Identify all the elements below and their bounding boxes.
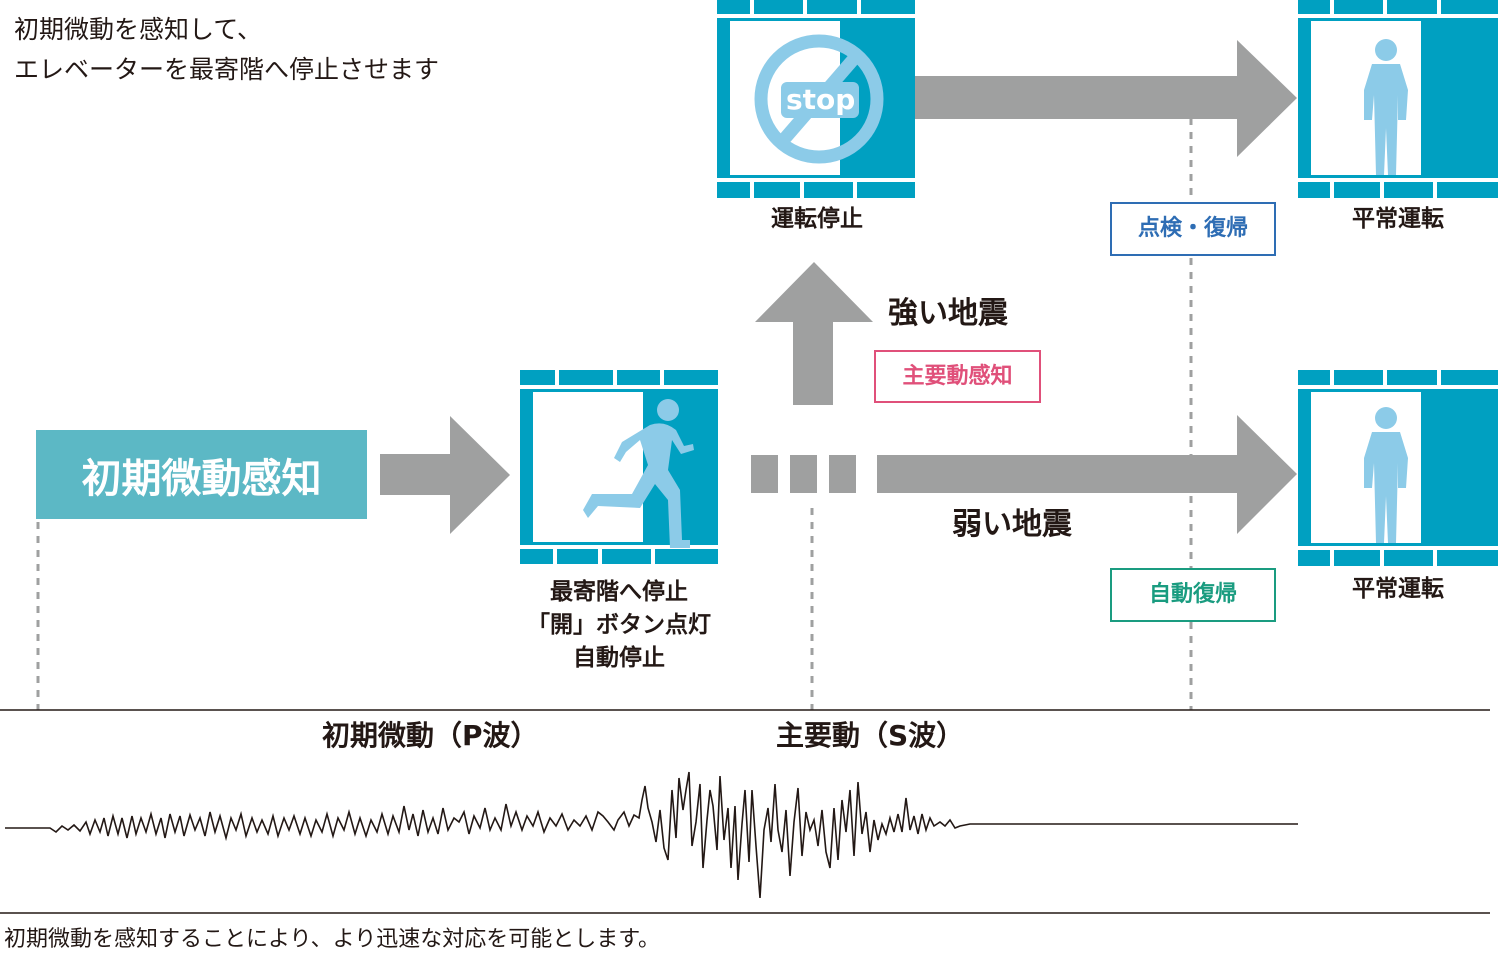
intro-text: 初期微動を感知して、 エレベーターを最寄階へ停止させます xyxy=(14,10,439,90)
standing-person-icon xyxy=(1364,39,1408,175)
no-entry-stop-icon xyxy=(754,34,884,164)
standing-person-icon xyxy=(1364,407,1408,543)
normal-operation-caption-top: 平常運転 xyxy=(1352,206,1444,232)
caption-line: 最寄階へ停止 xyxy=(550,579,688,605)
stop-icon-label: stop xyxy=(786,83,856,116)
caption-line: 自動停止 xyxy=(573,645,665,671)
elevator-nearest-stop xyxy=(520,370,718,564)
inspection-recovery-badge: 点検・復帰 xyxy=(1110,202,1276,256)
strong-quake-up-arrow xyxy=(755,262,873,405)
main-shock-detection-badge: 主要動感知 xyxy=(874,350,1041,403)
pending-dash-2 xyxy=(790,455,817,493)
weak-quake-label: 弱い地震 xyxy=(952,507,1072,542)
weak-quake-arrow xyxy=(877,415,1297,534)
arrow-to-elevator xyxy=(380,416,510,534)
elevator-normal-top xyxy=(1298,0,1498,198)
auto-recovery-badge: 自動復帰 xyxy=(1110,568,1276,622)
intro-line-1: 初期微動を感知して、 xyxy=(14,15,263,44)
elevator-stopped xyxy=(717,0,915,198)
pending-dash-1 xyxy=(751,455,778,493)
elevator-normal-bottom xyxy=(1298,370,1498,566)
stop-to-normal-arrow xyxy=(914,40,1297,157)
s-wave-label: 主要動（S波） xyxy=(776,719,965,752)
intro-line-2: エレベーターを最寄階へ停止させます xyxy=(14,55,440,84)
initial-tremor-detection-box: 初期微動感知 xyxy=(36,430,367,519)
strong-quake-label: 強い地震 xyxy=(888,296,1008,331)
nearest-floor-stop-caption: 最寄階へ停止 「開」ボタン点灯 自動停止 xyxy=(500,576,738,675)
normal-operation-caption-bottom: 平常運転 xyxy=(1352,576,1444,602)
caption-line: 「開」ボタン点灯 xyxy=(527,612,711,638)
operation-stop-caption: 運転停止 xyxy=(771,206,863,232)
running-person-icon xyxy=(583,399,694,548)
p-wave-label: 初期微動（P波） xyxy=(322,719,539,752)
pending-dash-3 xyxy=(829,455,856,493)
seismic-waveform xyxy=(5,771,1298,899)
footer-note: 初期微動を感知することにより、より迅速な対応を可能とします。 xyxy=(4,927,661,952)
